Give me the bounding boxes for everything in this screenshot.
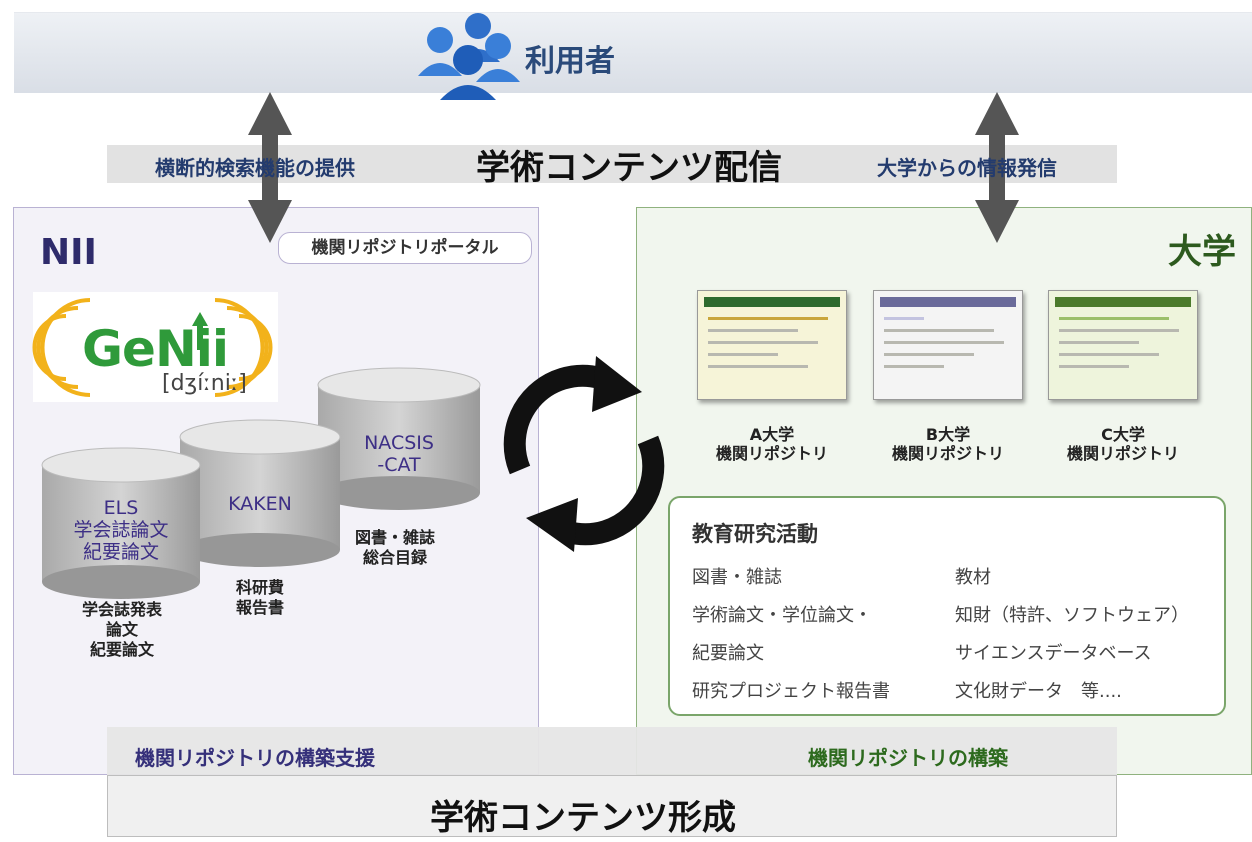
delivery-left-label: 横断的検索機能の提供 [155,156,355,180]
delivery-right-label: 大学からの情報発信 [877,156,1057,180]
els-db-label-line: 学会誌論文 [73,519,169,541]
sync-arrow-head-bottom [526,498,578,552]
right-double-arrow [975,92,1019,243]
support-left-label: 機関リポジトリの構築支援 [135,746,375,770]
delivery-title: 学術コンテンツ配信 [476,148,782,188]
nacsis-db-caption: 図書・雑誌 総合目録 [335,528,455,568]
user-label: 利用者 [525,44,615,79]
repo-type: 機関リポジトリ [891,444,1004,463]
kaken-cylinder [179,419,341,567]
genii-logo-rings [32,298,273,397]
els-db-caption-line: 論文 [105,620,138,639]
activity-item: 紀要論文 [692,643,764,664]
users-icon [418,13,520,100]
activities-title: 教育研究活動 [692,522,818,546]
nii-title: NII [40,232,97,273]
els-db-caption: 学会誌発表 論文 紀要論文 [62,600,182,660]
repo-label-c: C大学 機関リポジトリ [1048,425,1198,463]
nacsis-db-label-line: NACSIS [364,432,434,454]
nacsis-db-caption-line: 総合目録 [362,548,427,567]
els-db-label-line: 紀要論文 [82,541,159,563]
sync-arrows-icon [503,364,665,546]
activity-item: 図書・雑誌 [692,567,782,588]
nacsis-db-caption-line: 図書・雑誌 [354,528,435,547]
els-db-label-line: ELS [103,497,139,519]
genii-logo-pronunciation: [dʒíːniː] [162,371,247,396]
user-band [14,12,1252,93]
nacsis-db-label-line: -CAT [377,454,421,476]
kaken-db-label-line: KAKEN [228,493,292,515]
repo-label-a: A大学 機関リポジトリ [697,425,847,463]
sync-arrow-head-top [592,356,642,412]
left-double-arrow [248,92,292,243]
repo-screenshot-b [873,290,1023,400]
els-cylinder [41,447,201,599]
kaken-db-label: KAKEN [180,493,340,515]
repo-type: 機関リポジトリ [1066,444,1179,463]
repo-name: A大学 [749,425,795,444]
repo-type: 機関リポジトリ [715,444,828,463]
els-db-caption-line: 学会誌発表 [81,600,162,619]
activities-box [668,496,1226,716]
repo-screenshot-c [1048,290,1198,400]
support-band [107,727,1117,775]
activity-item: 知財（特許、ソフトウェア） [955,605,1189,626]
repo-label-b: B大学 機関リポジトリ [873,425,1023,463]
kaken-db-caption-line: 報告書 [235,598,284,617]
repo-name: C大学 [1101,425,1145,444]
nacsis-db-label: NACSIS -CAT [318,432,480,476]
nacsis-cylinder [317,367,481,510]
els-db-caption-line: 紀要論文 [89,640,154,659]
repo-screenshot-a [697,290,847,400]
university-title: 大学 [1168,232,1236,272]
activity-item: 研究プロジェクト報告書 [692,681,890,702]
portal-badge: 機関リポジトリポータル [278,232,532,264]
repo-name: B大学 [925,425,971,444]
kaken-db-caption-line: 科研費 [235,578,284,597]
activity-item: 文化財データ 等.... [955,681,1122,702]
genii-arrow-icon [192,312,208,350]
els-db-label: ELS 学会誌論文 紀要論文 [42,497,200,563]
activity-item: 学術論文・学位論文・ [692,605,872,626]
activity-item: サイエンスデータベース [955,643,1152,664]
support-right-label: 機関リポジトリの構築 [808,746,1008,770]
genii-logo-text: GeNii [82,320,229,378]
formation-title: 学術コンテンツ形成 [430,798,736,838]
activity-item: 教材 [955,567,991,588]
formation-band [107,775,1117,837]
kaken-db-caption: 科研費 報告書 [200,578,320,618]
